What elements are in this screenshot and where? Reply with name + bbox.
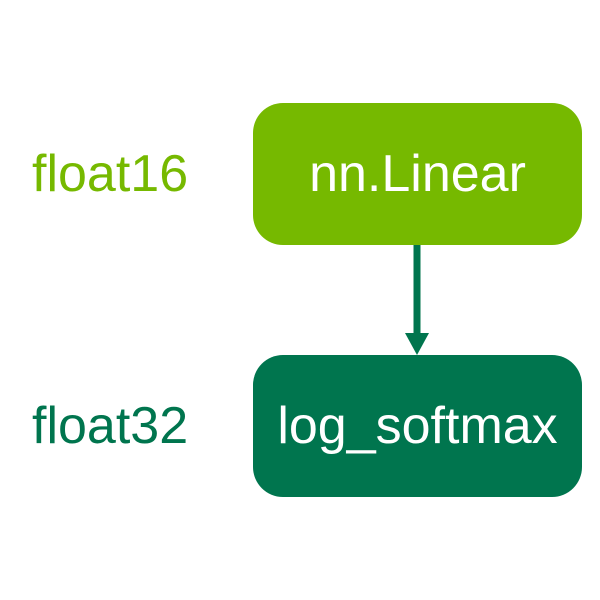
node-log-softmax-label: log_softmax [277,397,558,455]
down-arrow-icon [405,245,429,355]
node-nn-linear-label: nn.Linear [309,145,526,203]
dtype-label-float16: float16 [32,145,189,203]
dtype-label-float32: float32 [32,397,189,455]
node-log-softmax: log_softmax [253,355,582,497]
node-nn-linear: nn.Linear [253,103,582,245]
edge-arrow-down [402,245,432,355]
